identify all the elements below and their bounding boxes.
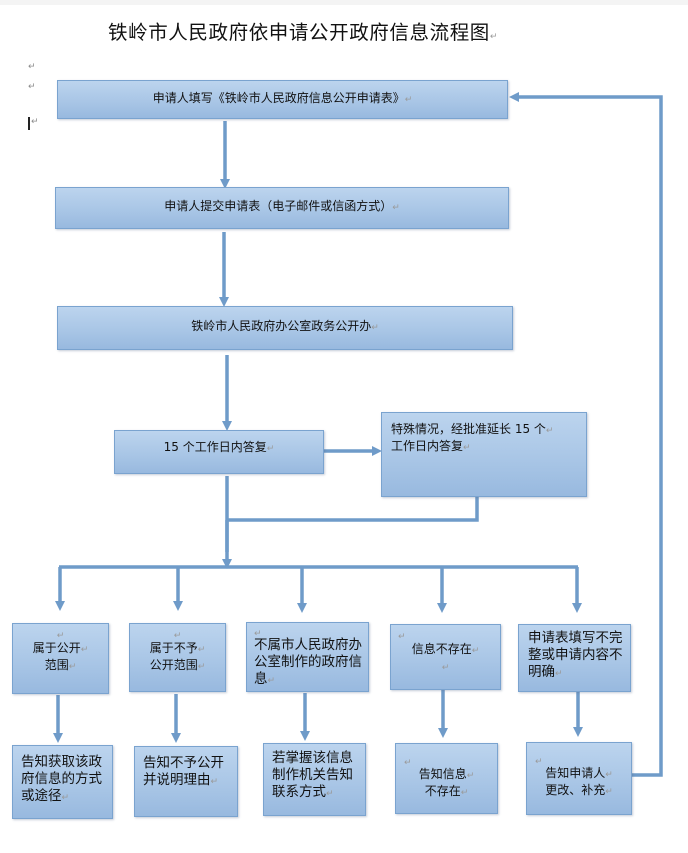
paragraph-mark: ↵ [471, 646, 480, 656]
line-extension-merge [227, 497, 479, 522]
outcome-amend-line-1: 告知申请人 [545, 766, 606, 780]
category-not-public-box: ↵ 属于不予↵ 公开范围↵ [129, 623, 226, 692]
paragraph-mark: ↵ [535, 757, 543, 767]
paragraph-mark: ↵ [173, 631, 182, 641]
paragraph-mark: ↵ [371, 323, 379, 333]
category-incomplete-line-3: 明确 [528, 664, 555, 680]
paragraph-mark: ↵ [197, 645, 206, 655]
paragraph-mark: ↵ [266, 444, 275, 454]
outcome-access-method-line-2: 府信息的方式 [21, 771, 102, 787]
return-arrow-to-fill [509, 92, 663, 777]
paragraph-mark: ↵ [61, 793, 70, 803]
paragraph-mark: ↵ [404, 758, 412, 768]
outcome-refuse-line-1: 告知不予公开 [143, 755, 224, 771]
paragraph-mark: ↵ [267, 676, 276, 686]
paragraph-mark: ↵ [605, 787, 613, 797]
paragraph-mark: ↵ [28, 82, 36, 92]
step-extension-box: 特殊情况，经批准延长 15 个↵ 工作日内答复↵ [381, 412, 587, 497]
step-office-text: 铁岭市人民政府办公室政务公开办 [191, 319, 372, 333]
outcome-contact-line-3: 联系方式 [272, 784, 326, 800]
text-cursor [28, 117, 30, 130]
category-incomplete-box: 申请表填写不完 整或申请内容不 明确↵ [518, 624, 631, 692]
title-text: 铁岭市人民政府依申请公开政府信息流程图 [108, 21, 490, 44]
step-reply-15-days-box: 15 个工作日内答复↵ [114, 430, 324, 474]
step-submit-form-text: 申请人提交申请表（电子邮件或信函方式） [164, 199, 393, 213]
paragraph-mark: ↵ [28, 62, 36, 72]
paragraph-mark: ↵ [210, 777, 219, 787]
extension-line-2: 工作日内答复 [391, 439, 464, 453]
page-title: 铁岭市人民政府依申请公开政府信息流程图↵ [108, 16, 538, 45]
category-not-exist-line-1: 信息不存在 [411, 642, 472, 656]
paragraph-mark: ↵ [398, 632, 406, 642]
outcome-access-method-line-3: 或途径 [21, 788, 62, 804]
category-not-public-line-2: 公开范围 [149, 658, 198, 672]
category-not-exist-box: ↵ 信息不存在↵ ↵ [390, 624, 501, 690]
outcome-access-method-box: 告知获取该政 府信息的方式 或途径↵ [12, 745, 113, 819]
paragraph-mark: ↵ [466, 771, 475, 781]
outcome-amend-box: ↵ 告知申请人↵ 更改、补充↵ [526, 742, 632, 815]
paragraph-mark: ↵ [460, 788, 469, 798]
outcome-not-exist-line-2: 不存在 [424, 784, 461, 798]
paragraph-mark: ↵ [326, 789, 334, 799]
outcome-access-method-line-1: 告知获取该政 [21, 754, 102, 770]
outcome-contact-box: 若掌握该信息 制作机关告知 联系方式↵ [263, 743, 366, 816]
outcome-contact-line-2: 制作机关告知 [272, 767, 353, 783]
category-public-box: ↵ 属于公开↵ 范围↵ [12, 623, 109, 694]
page-top-strip [0, 0, 688, 5]
outcome-contact-line-1: 若掌握该信息 [272, 750, 353, 766]
paragraph-mark: ↵ [31, 117, 39, 127]
outcome-not-exist-box: ↵ 告知信息↵ 不存在↵ [395, 743, 498, 814]
outcome-refuse-box: 告知不予公开 并说明理由↵ [134, 746, 238, 817]
paragraph-mark: ↵ [404, 95, 413, 105]
paragraph-mark: ↵ [254, 629, 262, 639]
category-incomplete-line-2: 整或申请内容不 [528, 647, 623, 663]
paragraph-mark: ↵ [555, 669, 563, 679]
outcome-refuse-line-2: 并说明理由 [143, 772, 211, 788]
category-not-public-line-1: 属于不予 [149, 641, 198, 655]
paragraph-mark: ↵ [80, 645, 89, 655]
extension-line-1: 特殊情况，经批准延长 15 个 [391, 422, 546, 436]
category-public-line-1: 属于公开 [32, 641, 81, 655]
paragraph-mark: ↵ [392, 203, 400, 213]
category-public-line-2: 范围 [44, 658, 69, 672]
category-not-office-line-2: 公室制作的政府信 [254, 654, 362, 670]
step-fill-form-box: 申请人填写《铁岭市人民政府信息公开申请表》↵ [57, 80, 508, 119]
category-incomplete-line-1: 申请表填写不完 [528, 630, 623, 646]
category-not-office-line-3: 息 [254, 671, 268, 687]
paragraph-mark: ↵ [197, 662, 206, 672]
step-reply-15-days-text: 15 个工作日内答复 [163, 440, 267, 454]
step-submit-form-box: 申请人提交申请表（电子邮件或信函方式）↵ [55, 187, 509, 229]
step-fill-form-text: 申请人填写《铁岭市人民政府信息公开申请表》 [152, 91, 405, 105]
paragraph-mark: ↵ [489, 32, 499, 42]
paragraph-mark: ↵ [56, 631, 65, 641]
step-office-box: 铁岭市人民政府办公室政务公开办↵ [57, 306, 513, 350]
category-not-office-line-1: 不属市人民政府办 [254, 637, 362, 653]
paragraph-mark: ↵ [605, 770, 613, 780]
paragraph-mark: ↵ [463, 443, 471, 453]
outcome-not-exist-line-1: 告知信息 [418, 767, 467, 781]
paragraph-mark: ↵ [545, 426, 554, 436]
paragraph-mark: ↵ [68, 662, 77, 672]
category-not-office-box: ↵ 不属市人民政府办 公室制作的政府信 息↵ [246, 622, 369, 692]
outcome-amend-line-2: 更改、补充 [545, 783, 606, 797]
paragraph-mark: ↵ [441, 663, 450, 673]
